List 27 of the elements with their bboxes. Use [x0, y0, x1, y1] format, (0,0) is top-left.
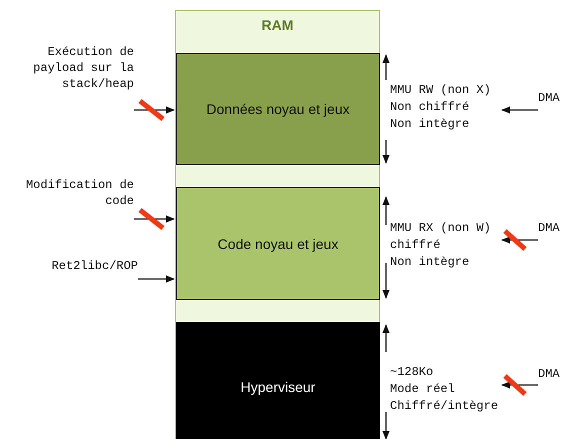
attack-text: Ret2libc/ROP	[52, 258, 138, 274]
annotation-text: MMU RW (non X)	[390, 82, 491, 98]
attack-text: Modification de code	[24, 177, 134, 209]
source-text: DMA	[538, 90, 560, 106]
arrow	[138, 275, 175, 283]
source-text: DMA	[538, 366, 560, 382]
memory-region	[176, 53, 380, 165]
source-text: DMA	[538, 220, 560, 236]
arrow	[501, 381, 538, 389]
memory-box	[175, 10, 380, 439]
annotation-text: Non intègre	[390, 254, 470, 270]
annotation-text: Non intègre	[390, 116, 470, 132]
annotation-text: ~128Ko	[390, 364, 434, 380]
memory-region	[176, 322, 380, 439]
region-label: Données noyau et jeux	[206, 101, 350, 117]
region-label: Hyperviseur	[240, 379, 316, 395]
annotation-text: Chiffré/intègre	[390, 398, 498, 414]
attack-text: Exécution de payload sur la stack/heap	[32, 44, 134, 92]
arrow	[501, 236, 538, 244]
annotation-text: Mode réel	[390, 381, 455, 397]
memory-region	[176, 187, 380, 300]
memory-title: RAM	[262, 17, 294, 33]
arrow	[501, 106, 538, 114]
region-label: Code noyau et jeux	[218, 236, 338, 252]
annotation-text: Non chiffré	[390, 99, 470, 115]
annotation-text: chiffré	[390, 237, 440, 253]
annotation-text: MMU RX (non W)	[390, 220, 491, 236]
